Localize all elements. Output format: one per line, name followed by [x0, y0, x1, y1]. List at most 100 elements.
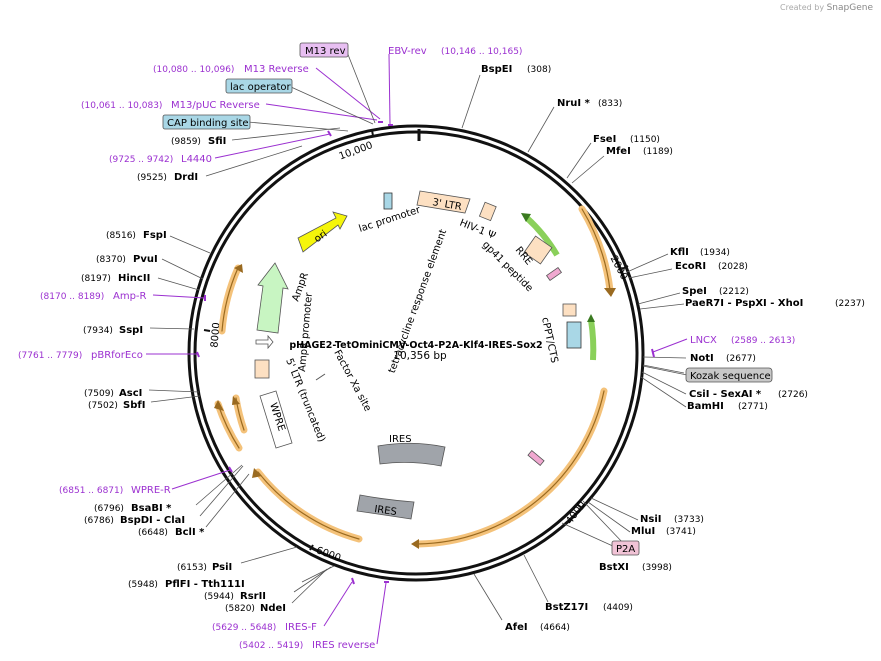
- site-labels: BspEI (308) NruI * (833) FseI (1150) Mfe…: [81, 64, 865, 633]
- kozak-box: [685, 367, 773, 383]
- primer-ires-reverse-pos: (5402 .. 5419): [239, 641, 303, 651]
- ltr3-box: [416, 190, 471, 214]
- site-noti-name: NotI: [690, 353, 714, 364]
- site-kfli-name: KflI: [670, 247, 689, 258]
- site-afei-pos: (4664): [540, 623, 570, 633]
- primer-l4440-pos: (9725 .. 9742): [109, 155, 173, 165]
- lac-operator-label-box: [225, 78, 293, 94]
- site-ndei-pos: (5820): [225, 604, 255, 614]
- site-sfii-name: SfiI: [208, 136, 226, 147]
- primer-ires-f-pos: (5629 .. 5648): [212, 623, 276, 633]
- ori-arrow: [297, 211, 348, 253]
- site-fspi-pos: (8516): [106, 231, 136, 241]
- primer-m13puc-pos: (10,061 .. 10,083): [81, 101, 162, 111]
- gp41-label: gp41 peptide: [480, 239, 535, 294]
- ltr3-label: 3' LTR: [431, 197, 462, 213]
- site-sexai-name: CsiI - SexAI *: [689, 389, 762, 400]
- ires-box-2: [356, 494, 415, 520]
- site-bstz17i-name: BstZ17I: [545, 602, 588, 613]
- site-psii-name: PsiI: [212, 562, 232, 573]
- site-fsei-pos: (1150): [630, 135, 660, 145]
- cap-site-label: CAP binding site: [167, 118, 249, 129]
- primer-ampr-pos: (8170 .. 8189): [40, 292, 104, 302]
- primer-labels: EBV-rev (10,146 .. 10,165) (10,080 .. 10…: [18, 46, 795, 651]
- site-asci-name: AscI: [119, 388, 142, 399]
- site-spei-name: SpeI: [682, 286, 707, 297]
- lac-operator-box: [383, 192, 393, 210]
- credit: Created by SnapGene: [780, 3, 873, 13]
- site-nsii-name: NsiI: [640, 514, 661, 525]
- cppt-arrow: [588, 319, 597, 361]
- primer-ires-reverse-name: IRES reverse: [312, 640, 375, 651]
- orf-arrows: [214, 205, 614, 548]
- hiv-psi-label: HIV-1 Ψ: [458, 218, 497, 242]
- site-fspi-name: FspI: [143, 230, 167, 241]
- orf-oct4: [578, 205, 614, 294]
- site-mfei-pos: (1189): [643, 147, 673, 157]
- primer-lncx-pos: (2589 .. 2613): [731, 336, 795, 346]
- site-bspei-pos: (308): [527, 65, 551, 75]
- site-bstxi-name: BstXI: [599, 562, 629, 573]
- box-leaders: [247, 51, 688, 545]
- plasmid-size: 10,356 bp: [393, 350, 447, 362]
- p2a-label: P2A: [616, 544, 635, 555]
- site-sbfi-pos: (7502): [88, 401, 118, 411]
- primer-pbrforeco-pos: (7761 .. 7779): [18, 351, 82, 361]
- lac-operator-label: lac operator: [230, 82, 291, 93]
- site-sbfi-name: SbfI: [123, 400, 145, 411]
- cap-site-box: [162, 114, 251, 130]
- site-ecori-name: EcoRI: [675, 261, 706, 272]
- ires-box-1: [377, 442, 446, 467]
- primer-ebv-rev-name: EBV-rev: [388, 46, 427, 57]
- site-sspi-name: SspI: [119, 325, 143, 336]
- site-mfei-name: MfeI: [606, 146, 631, 157]
- site-bstz17i-pos: (4409): [603, 603, 633, 613]
- site-rsrii-pos: (5944): [204, 592, 234, 602]
- snapgene-logo: SnapGene: [826, 3, 873, 13]
- site-nrui-name: NruI *: [557, 98, 591, 109]
- primer-ebv-rev-pos: (10,146 .. 10,165): [441, 47, 522, 57]
- site-xhoi-name: PaeR7I - PspXI - XhoI: [685, 298, 803, 309]
- site-bamhi-pos: (2771): [738, 402, 768, 412]
- site-hincii-name: HincII: [118, 273, 150, 284]
- site-rsrii-name: RsrII: [240, 591, 266, 602]
- tick-marks: [203, 129, 629, 551]
- site-sfii-pos: (9859): [171, 137, 201, 147]
- rre-arrowhead: [521, 213, 531, 222]
- primer-leaders: [146, 53, 688, 645]
- gp41-box: [545, 266, 563, 282]
- site-nsii-pos: (3733): [674, 515, 704, 525]
- primer-wpre-r-pos: (6851 .. 6871): [59, 486, 123, 496]
- cppt-arrowhead: [587, 314, 595, 322]
- primer-ires-f-name: IRES-F: [285, 622, 317, 633]
- cppt-box: [562, 303, 577, 317]
- site-clai-name: BspDI - ClaI: [120, 515, 185, 526]
- backbone-outer: [187, 124, 645, 582]
- site-asci-pos: (7509): [84, 389, 114, 399]
- site-psii-pos: (6153): [177, 563, 207, 573]
- site-noti-pos: (2677): [726, 354, 756, 364]
- site-ecori-pos: (2028): [718, 262, 748, 272]
- site-ndei-name: NdeI: [260, 603, 286, 614]
- site-bcli-pos: (6648): [138, 528, 168, 538]
- site-bamhi-name: BamHI: [687, 401, 724, 412]
- orf-arrowheads: [214, 264, 616, 549]
- primer-lncx-name: LNCX: [690, 335, 717, 346]
- site-bsabi-name: BsaBI *: [131, 503, 172, 514]
- site-mlui-pos: (3741): [666, 527, 696, 537]
- site-tth111i-pos: (5948): [128, 580, 158, 590]
- primer-m13-reverse-name: M13 Reverse: [244, 64, 309, 75]
- rre-box: [523, 235, 553, 265]
- site-pvui-name: PvuI: [133, 254, 158, 265]
- site-nrui-pos: (833): [598, 99, 622, 109]
- primer-pbrforeco-name: pBRforEco: [91, 350, 143, 361]
- orf-small-3: [218, 264, 242, 335]
- tre-element-box: [566, 321, 582, 349]
- site-fsei-name: FseI: [593, 134, 616, 145]
- site-clai-pos: (6786): [84, 516, 114, 526]
- site-hincii-pos: (8197): [81, 274, 111, 284]
- kozak-label: Kozak sequence: [690, 371, 771, 382]
- site-bsabi-pos: (6796): [94, 504, 124, 514]
- site-drdi-pos: (9525): [137, 173, 167, 183]
